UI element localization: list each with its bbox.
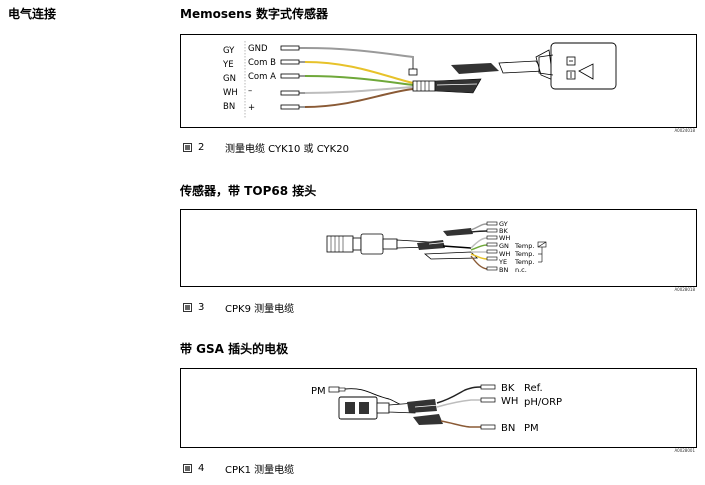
wire-name-ref: Ref. [524, 383, 543, 394]
caption-text: CPK9 测量电缆 [225, 304, 295, 315]
wire-code-wh: WH [499, 234, 510, 242]
wire-code-bn: BN [499, 266, 508, 274]
wire-name-ph-orp: pH/ORP [524, 397, 562, 408]
wire-name-temp-1: Temp. [514, 242, 534, 250]
wire-code-gy: GY [499, 220, 508, 228]
figure-id: A0028018 [674, 287, 695, 292]
figure-id: A0028001 [674, 448, 695, 453]
caption-number: 4 [198, 463, 205, 474]
memosens-cable-diagram: GY YE GN WH BN GND Com B Com A – + [222, 41, 617, 119]
arrow-triangle-icon [578, 63, 594, 80]
cpk1-cable-diagram: PM BK WH BN Ref. pH/ORP PM [311, 383, 562, 434]
wire-code-wh: WH [501, 396, 518, 407]
pm-label: PM [311, 386, 326, 397]
figure-icon [183, 464, 192, 473]
figure-caption: 4 CPK1 测量电缆 [183, 461, 294, 476]
figure-icon [183, 303, 192, 312]
wire-name-temp-2: Temp. [514, 250, 534, 258]
wire-code-bn: BN [223, 102, 235, 112]
wire-code-gy: GY [223, 46, 235, 56]
wire-name-comb: Com B [248, 58, 276, 68]
wire-name-plus: + [248, 103, 255, 113]
wire-code-bk: BK [501, 383, 515, 394]
cpk9-cable-diagram: GY BK WH GN WH YE BN Temp. Temp. Temp. n… [326, 220, 547, 274]
caption-number: 3 [198, 302, 205, 313]
figure-id: A0024018 [674, 128, 695, 133]
wire-code-bk: BK [499, 227, 508, 235]
side-title: 电气连接 [8, 7, 57, 21]
wire-code-gn: GN [223, 74, 236, 84]
caption-number: 2 [198, 142, 205, 153]
wire-code-bn: BN [501, 423, 515, 434]
figure-icon [183, 143, 192, 152]
wire-name-pm: PM [524, 423, 539, 434]
figure-cpk9-cable: GY BK WH GN WH YE BN Temp. Temp. Temp. n… [180, 209, 697, 287]
section-title-top68: 传感器，带 TOP68 接头 [180, 184, 317, 198]
wire-code-wh-temp: WH [499, 250, 510, 258]
section-title-gsa: 带 GSA 插头的电极 [180, 342, 289, 356]
wire-name-coma: Com A [248, 72, 276, 82]
wire-name-minus: – [248, 86, 252, 96]
wire-name-temp-3: Temp. [514, 258, 534, 266]
wire-name-nc: n.c. [515, 266, 527, 274]
wire-name-gnd: GND [248, 44, 268, 54]
caption-text: 测量电缆 CYK10 或 CYK20 [225, 144, 349, 155]
section-title-memosens: Memosens 数字式传感器 [180, 7, 328, 21]
figure-memosens-cable: GY YE GN WH BN GND Com B Com A – + [180, 34, 697, 128]
figure-caption: 3 CPK9 测量电缆 [183, 300, 294, 315]
caption-text: CPK1 测量电缆 [225, 465, 295, 476]
temperature-sensor-icon [537, 241, 547, 263]
lock-symbol-icon [566, 56, 576, 80]
wire-code-ye: YE [222, 60, 234, 70]
wire-code-ye: YE [498, 258, 507, 266]
figure-caption: 2 测量电缆 CYK10 或 CYK20 [183, 140, 349, 155]
figure-cpk1-cable: PM BK WH BN Ref. pH/ORP PM [180, 368, 697, 448]
wire-code-gn: GN [499, 242, 509, 250]
wire-code-wh: WH [223, 88, 238, 98]
